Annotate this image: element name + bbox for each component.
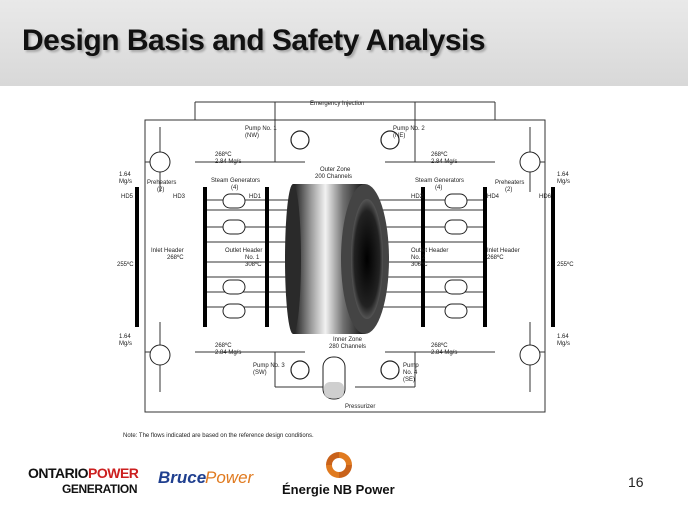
outlet-header-1-1: Outlet Header — [225, 248, 262, 254]
flow-top-left: 2.84 Mg/s — [215, 159, 241, 165]
pump-sw-label-2: (SW) — [253, 370, 267, 376]
bruce-logo-power: Power — [205, 468, 254, 487]
nb-power-text: Énergie NB Power — [282, 482, 395, 497]
steam-generators-right-2: (4) — [435, 185, 442, 191]
pump-se-label-1: Pump — [403, 363, 419, 369]
outlet-header-2-3: 306ºC — [411, 261, 428, 268]
flow-right-top-2: Mg/s — [557, 179, 570, 185]
pump-ne-label-2: (NE) — [393, 133, 405, 139]
pump-ne-label-1: Pump No. 2 — [393, 126, 425, 132]
hd2-label: HD2 — [411, 194, 424, 200]
flow-bottom-left: 2.84 Mg/s — [215, 350, 241, 356]
flow-left-top-1: 1.64 — [119, 172, 131, 178]
opg-logo-line1: ONTARIOPOWER — [28, 465, 139, 481]
flow-left-bottom-2: Mg/s — [119, 341, 132, 347]
flow-bottom-right: 2.84 Mg/s — [431, 350, 457, 356]
outlet-header-2-2: No. 2 — [411, 255, 426, 261]
hd6-label: HD6 — [539, 194, 552, 200]
hd5-label: HD5 — [121, 194, 134, 200]
preheaters-right-2: (2) — [505, 187, 512, 193]
preheaters-right-1: Preheaters — [495, 180, 524, 186]
reactor-core — [285, 184, 389, 334]
preheaters-left-1: Preheaters — [147, 180, 176, 186]
temp-left: 255ºC — [117, 261, 134, 268]
slide-header: Design Basis and Safety Analysis — [0, 0, 688, 86]
inlet-header-right-1: Inlet Header — [487, 248, 520, 254]
hd1-label: HD1 — [249, 194, 262, 200]
flow-right-bottom-2: Mg/s — [557, 341, 570, 347]
headers — [135, 187, 555, 327]
steam-generators-left-2: (4) — [231, 185, 238, 191]
steam-generators — [222, 193, 468, 319]
temp-right: 255ºC — [557, 261, 574, 268]
outlet-header-1-3: 308ºC — [245, 261, 262, 268]
flow-right-top-1: 1.64 — [557, 172, 569, 178]
pump-se-label-2: No. 4 — [403, 370, 418, 376]
preheaters-left-2: (2) — [157, 187, 164, 193]
temp-top-left: 268ºC — [215, 151, 232, 158]
pump-nw-label-1: Pump No. 1 — [245, 126, 277, 132]
inner-zone-label-2: 280 Channels — [329, 344, 366, 350]
opg-logo-ontario: ONTARIO — [28, 465, 89, 481]
pump-sw-label-1: Pump No. 3 — [253, 363, 285, 369]
flow-left-bottom-1: 1.64 — [119, 334, 131, 340]
ontario-power-generation-logo: ONTARIOPOWER GENERATION — [28, 465, 139, 501]
preheaters — [149, 151, 541, 366]
outlet-header-2-1: Outlet Header — [411, 248, 448, 254]
outer-zone-label-1: Outer Zone — [320, 167, 351, 173]
outer-zone-label-2: 200 Channels — [315, 174, 352, 180]
flow-left-top-2: Mg/s — [119, 179, 132, 185]
hd4-label: HD4 — [487, 194, 500, 200]
slide-title: Design Basis and Safety Analysis — [22, 24, 486, 57]
diagram-note: Note: The flows indicated are based on t… — [123, 433, 314, 439]
bruce-power-logo: Bruce Power — [158, 464, 268, 496]
opg-logo-generation: GENERATION — [62, 482, 138, 496]
pump-se-label-3: (SE) — [403, 377, 415, 383]
outlet-header-1-2: No. 1 — [245, 255, 260, 261]
temp-bottom-right: 268ºC — [431, 342, 448, 349]
pressurizer — [322, 356, 346, 400]
hd3-label: HD3 — [173, 194, 186, 200]
temp-top-right: 268ºC — [431, 151, 448, 158]
inlet-header-left-1: Inlet Header — [151, 248, 184, 254]
pumps — [290, 130, 400, 380]
reactor-coolant-diagram: Emergency Injection Pump No. 1 (NW) Pump… — [115, 92, 575, 442]
steam-generators-left-1: Steam Generators — [211, 178, 260, 184]
bruce-logo-bruce: Bruce — [158, 468, 207, 487]
inlet-header-right-2: 268ºC — [487, 254, 504, 261]
flow-top-right: 2.84 Mg/s — [431, 159, 457, 165]
pressurizer-label: Pressurizer — [345, 404, 375, 410]
page-number: 16 — [628, 474, 644, 490]
opg-logo-power: POWER — [88, 465, 139, 481]
temp-bottom-left: 268ºC — [215, 342, 232, 349]
nb-power-emblem-icon — [326, 452, 352, 478]
pump-nw-label-2: (NW) — [245, 133, 259, 139]
flow-right-bottom-1: 1.64 — [557, 334, 569, 340]
steam-generators-right-1: Steam Generators — [415, 178, 464, 184]
inner-zone-label-1: Inner Zone — [333, 337, 363, 343]
emergency-injection-label: Emergency Injection — [310, 101, 364, 107]
nb-power-logo: Énergie NB Power — [282, 450, 412, 498]
inlet-header-left-2: 268ºC — [167, 254, 184, 261]
